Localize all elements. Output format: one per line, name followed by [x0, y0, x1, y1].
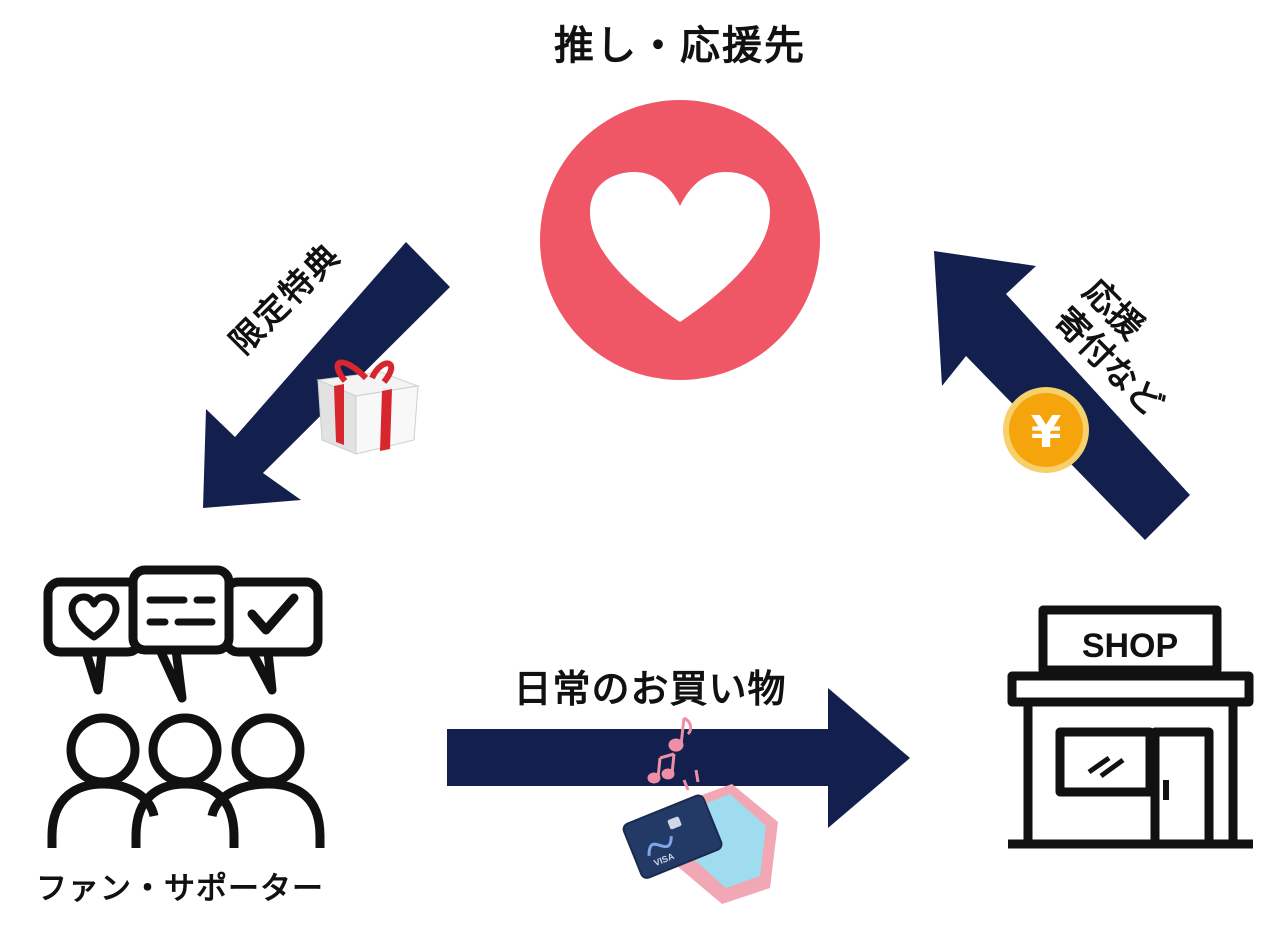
- bubble-tail: [247, 647, 277, 695]
- people-icon: [47, 713, 325, 848]
- music-notes-icon: [647, 716, 700, 791]
- gift-box-icon: [316, 359, 420, 455]
- fan-supporter-label: ファン・サポーター: [36, 871, 324, 907]
- bubble-tail: [81, 647, 107, 695]
- shop-window: [1055, 727, 1155, 797]
- shop-sign-board: [1038, 605, 1222, 675]
- shop-sign-text: SHOP: [1082, 627, 1178, 665]
- heart-circle-icon: [540, 100, 820, 380]
- heart-icon: [590, 172, 770, 322]
- bubble-heart: [43, 577, 145, 657]
- bubble-heart-icon: [68, 593, 120, 641]
- yen-coin-icon: [1003, 387, 1089, 473]
- yen-symbol: ¥: [1031, 407, 1062, 458]
- check-icon: [247, 593, 299, 635]
- credit-card-icon: [622, 794, 723, 879]
- bubble-tail: [155, 645, 187, 703]
- shop-building-icon: [1007, 605, 1254, 849]
- cause-title: 推し・応援先: [554, 23, 806, 69]
- shop-awning: [1007, 671, 1254, 707]
- daily-shopping-label: 日常のお買い物: [513, 667, 787, 711]
- bubble-lines-icon: [146, 596, 216, 626]
- shop-door: [1150, 727, 1214, 849]
- arrow-gift-to-fans: [203, 242, 450, 508]
- bubble-text: [128, 565, 234, 655]
- arrow-daily-shopping: [447, 688, 910, 828]
